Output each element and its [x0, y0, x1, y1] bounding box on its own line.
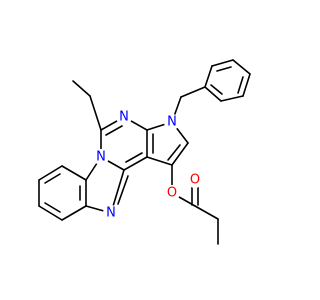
- bond-ph-2: [211, 59, 234, 67]
- atom-o-ester: O: [164, 185, 180, 201]
- atom-label-n: N: [119, 110, 129, 125]
- bond-ph-5: [220, 95, 244, 102]
- bond-ph-inner-1: [216, 66, 232, 72]
- bond-bz-5: [61, 205, 87, 221]
- bond-c2-c1-double: [167, 144, 181, 161]
- bond-bz-1: [61, 165, 87, 181]
- atom-n-imidazole: N: [103, 205, 119, 221]
- bond-bz-inner-2: [44, 202, 61, 213]
- atom-n-pyrrole: N: [164, 114, 180, 130]
- bond-c11b-c11a: [123, 156, 148, 171]
- bond-ph-3: [232, 59, 251, 75]
- atom-label-n: N: [167, 115, 177, 130]
- bond-c11b-c11a-double: [125, 152, 143, 163]
- bond-bz-2: [38, 165, 63, 181]
- bond-bz-4: [38, 205, 63, 221]
- atom-label-n: N: [106, 206, 116, 221]
- bond-c5-n4-double: [105, 125, 123, 136]
- molecule-canvas: N N N N O O: [38, 59, 251, 245]
- atom-n-pyrimidine-top: N: [116, 109, 132, 125]
- atom-n-bridge: N: [93, 149, 109, 165]
- bond-ph-4: [242, 73, 251, 97]
- atom-label-n: N: [96, 150, 106, 165]
- bond-ch2-phenyl: [180, 86, 206, 98]
- bond-ph-inner-3: [210, 84, 223, 95]
- atom-label-o: O: [167, 186, 177, 201]
- atom-o-carbonyl: O: [187, 172, 203, 188]
- atom-label-o: O: [190, 173, 200, 188]
- bond-n11-c11a-double: [117, 175, 129, 205]
- molecule-structure: N N N N O O: [38, 59, 251, 245]
- bond-ethyl-ch3: [72, 80, 91, 97]
- bond-ph-1: [204, 65, 213, 88]
- bond-ethyl-ch2: [89, 95, 102, 131]
- bond-carbonyl-ch2: [194, 205, 219, 220]
- bond-ph-inner-2: [237, 76, 244, 94]
- bond-c2-c1: [171, 142, 189, 166]
- bond-ph-6: [204, 86, 222, 102]
- atom-labels: N N N N O O: [93, 109, 203, 221]
- bond-c1-c11b: [146, 156, 173, 166]
- bond-bz-inner-1: [44, 173, 61, 184]
- bond-lines: [38, 59, 251, 245]
